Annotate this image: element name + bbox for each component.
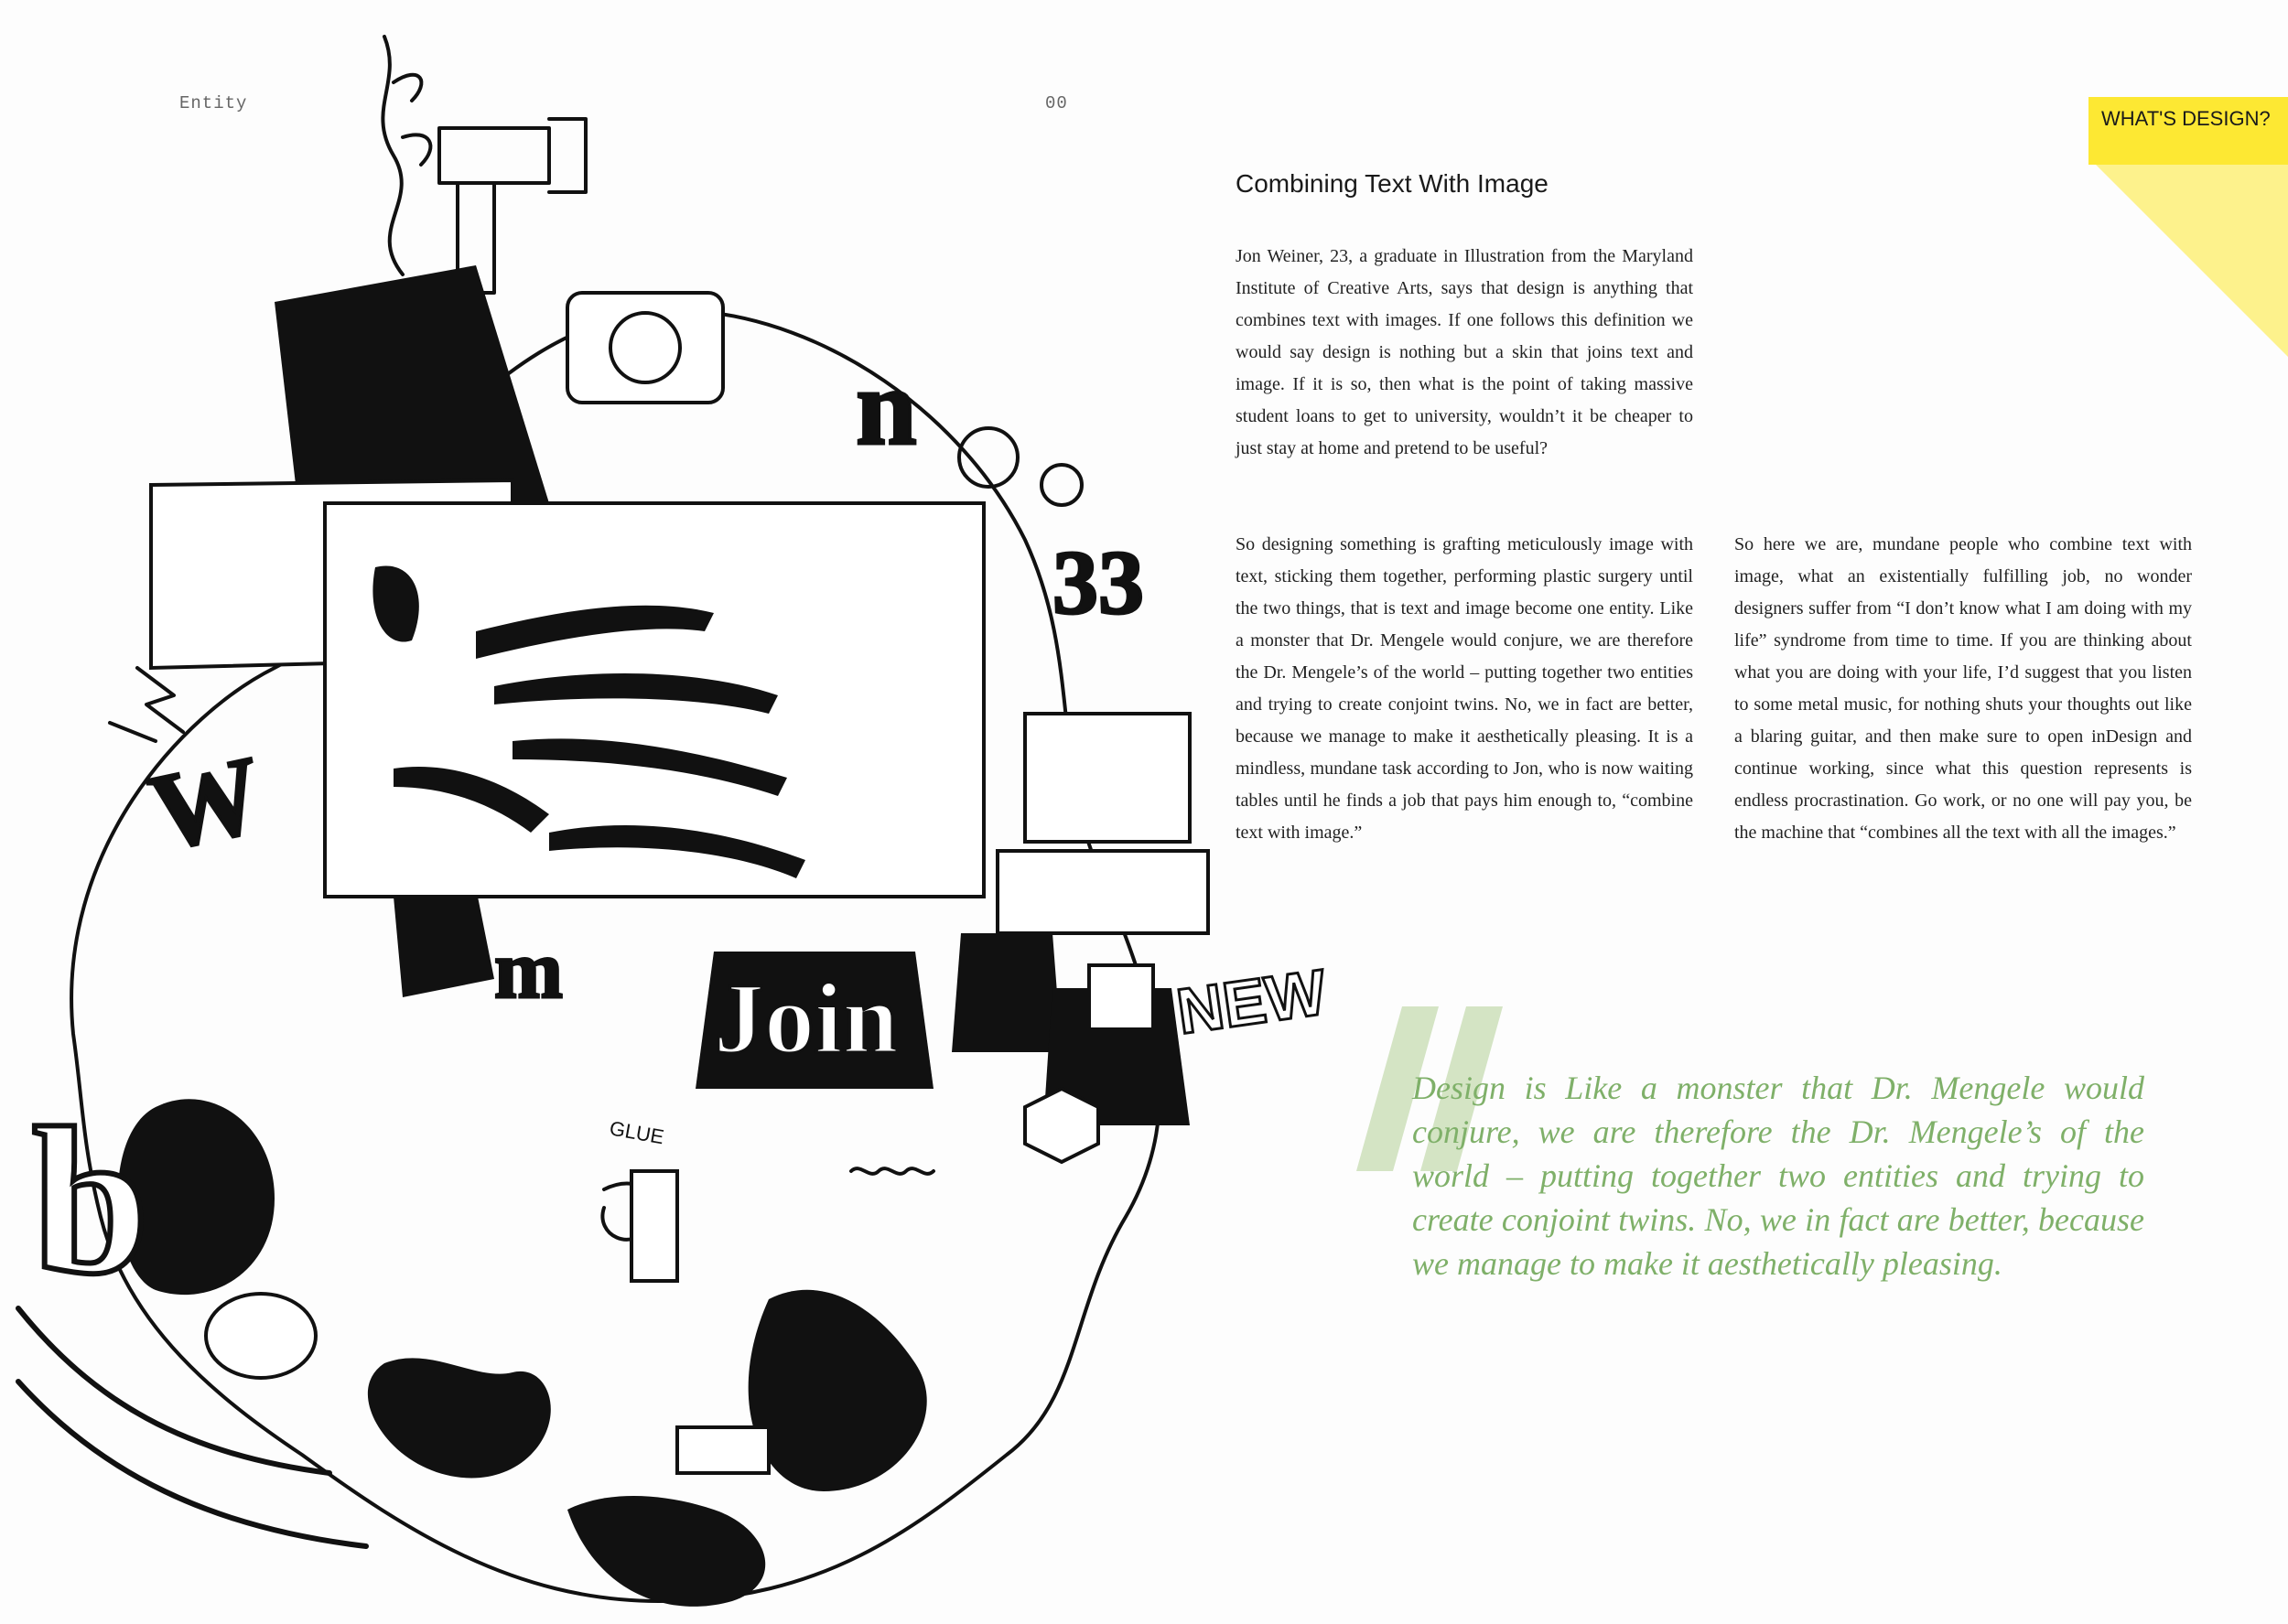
letter-m: m: [494, 925, 563, 1016]
label-glue: GLUE: [608, 1116, 665, 1148]
letter-w: W: [140, 732, 273, 874]
ink-illustration: W n 33 Join NEW m b GLUE: [0, 27, 1336, 1624]
body-paragraph-2: So designing something is grafting metic…: [1236, 534, 1693, 843]
section-tab: WHAT'S DESIGN?: [2088, 97, 2288, 165]
running-header-label: Entity: [179, 93, 248, 113]
word-join: Join: [714, 963, 899, 1074]
yellow-corner-triangle: [2096, 165, 2288, 357]
word-new: NEW: [1172, 956, 1331, 1048]
number-33: 33: [1052, 532, 1144, 633]
page-number: 00: [1045, 93, 1068, 113]
body-paragraph-3: So here we are, mundane people who combi…: [1734, 534, 2192, 843]
quote-mark-icon: [1356, 1006, 1503, 1171]
section-tab-label: WHAT'S DESIGN?: [2101, 107, 2271, 130]
pull-quote: Design is Like a monster that Dr. Mengel…: [1412, 1070, 2144, 1282]
illustration-artwork: W n 33 Join NEW m b GLUE: [16, 35, 1332, 1607]
article-title: Combining Text With Image: [1236, 169, 1549, 198]
letter-n: n: [856, 346, 917, 468]
letter-b: b: [32, 1084, 149, 1317]
body-paragraph-1: Jon Weiner, 23, a graduate in Illustrati…: [1236, 246, 1693, 458]
